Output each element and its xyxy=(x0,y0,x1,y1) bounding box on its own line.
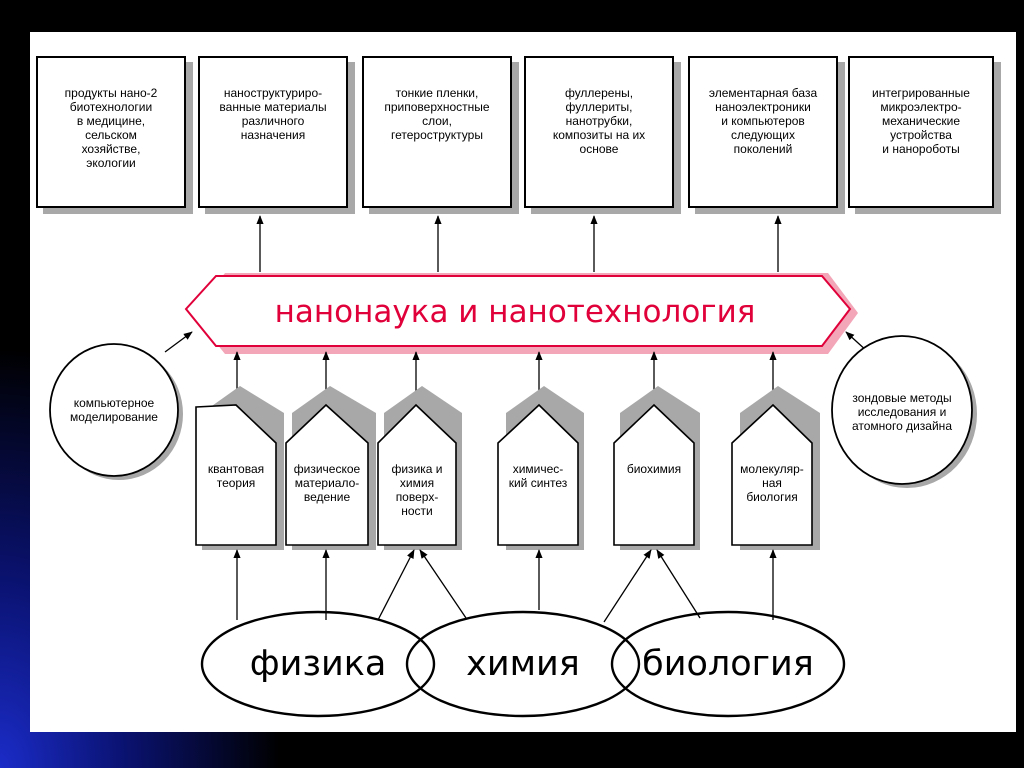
science-arrows xyxy=(233,549,777,623)
left-method-label: компьютерное моделирование xyxy=(70,396,158,424)
house-6 xyxy=(731,403,813,546)
application-box-6: интегрированные микроэлектро- механическ… xyxy=(848,56,994,208)
science-label-biology: биология xyxy=(642,644,814,684)
house-5 xyxy=(613,403,695,546)
physics-ellipse xyxy=(200,610,436,718)
right-method-circle xyxy=(831,335,973,485)
science-label-physics: физика xyxy=(249,644,387,684)
banner-hexagon xyxy=(184,275,852,347)
arrow-bio-h5 xyxy=(656,549,701,619)
application-label-5: элементарная база наноэлектроники и комп… xyxy=(708,86,818,156)
discipline-houses xyxy=(195,403,813,546)
application-box-2: наноструктуриро- ванные материалы различ… xyxy=(198,56,348,208)
right-method-label: зондовые методы исследования и атомного … xyxy=(851,391,952,433)
discipline-label-5: биохимия xyxy=(626,462,682,476)
house-3 xyxy=(377,403,457,546)
arrow-chem-h5 xyxy=(603,549,652,623)
banner-title: нанонаука и нанотехнология xyxy=(274,294,756,330)
discipline-label-6: молекуляр- ная биология xyxy=(740,462,804,504)
application-box-4: фуллерены, фуллериты, нанотрубки, композ… xyxy=(524,56,674,208)
house-2 xyxy=(285,403,369,546)
arrow-chem-h3 xyxy=(419,549,467,619)
application-arrows xyxy=(256,215,782,272)
science-ellipses xyxy=(200,610,846,718)
left-method-circle xyxy=(49,343,179,477)
application-box-3: тонкие пленки, приповерхностные слои, ге… xyxy=(362,56,512,208)
science-label-chemistry: химия xyxy=(466,644,580,684)
discipline-label-3: физика и химия поверх- ности xyxy=(391,462,443,518)
chemistry-ellipse xyxy=(405,610,641,718)
application-label-1: продукты нано-2 биотехнологии в медицине… xyxy=(64,86,158,170)
house-1 xyxy=(195,404,277,546)
discipline-label-2: физическое материало- ведение xyxy=(293,462,361,504)
arrow-left-method xyxy=(164,331,193,353)
application-label-3: тонкие пленки, приповерхностные слои, ге… xyxy=(384,86,490,142)
application-box-5: элементарная база наноэлектроники и комп… xyxy=(688,56,838,208)
application-label-2: наноструктуриро- ванные материалы различ… xyxy=(219,86,327,142)
house-4 xyxy=(497,403,579,546)
application-label-6: интегрированные микроэлектро- механическ… xyxy=(872,86,970,156)
arrow-physics-h3 xyxy=(377,549,415,621)
discipline-label-4: химичес- кий синтез xyxy=(508,462,568,490)
application-label-4: фуллерены, фуллериты, нанотрубки, композ… xyxy=(552,86,646,156)
biology-ellipse xyxy=(610,610,846,718)
application-box-1: продукты нано-2 биотехнологии в медицине… xyxy=(36,56,186,208)
discipline-label-1: квантовая теория xyxy=(207,462,265,490)
